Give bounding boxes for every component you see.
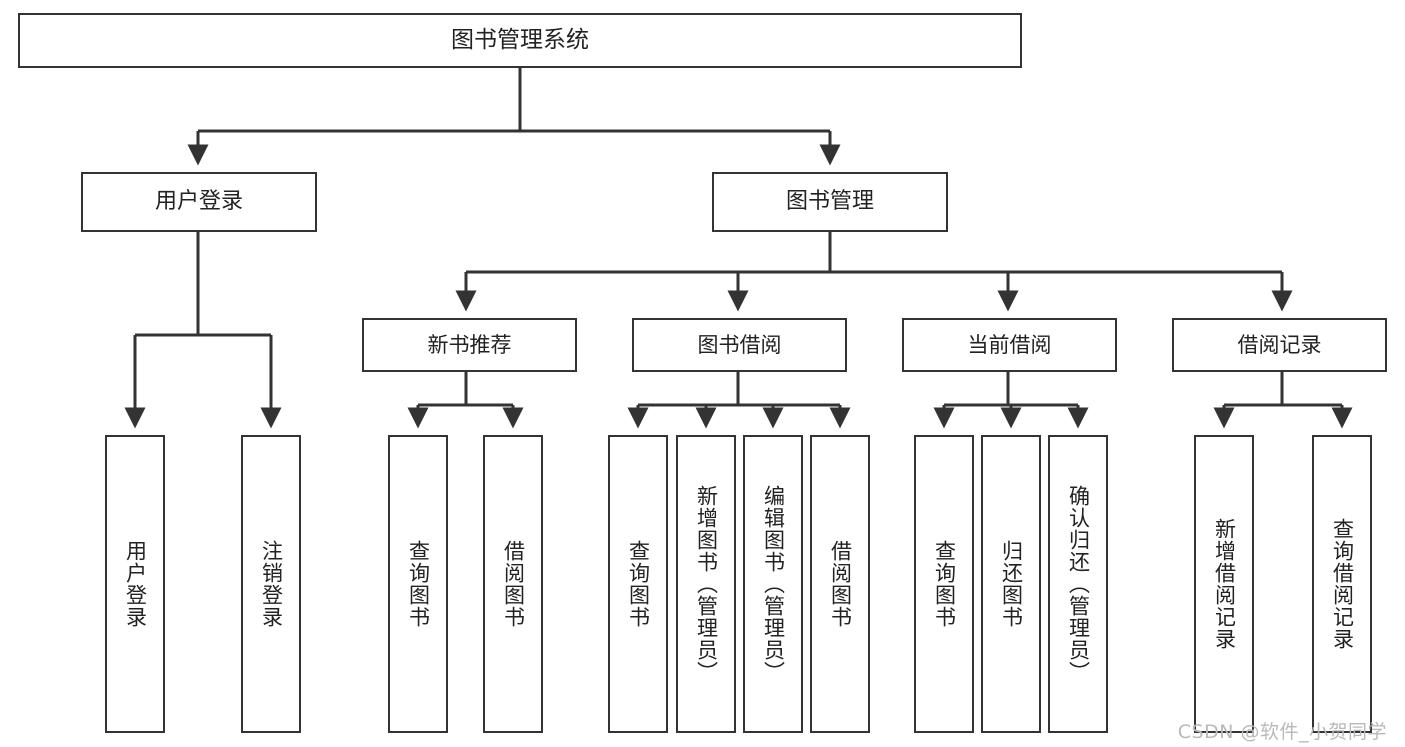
leaf-recommend-query-book-label: 查询图书	[406, 540, 431, 628]
node-book-borrow-label: 图书借阅	[697, 332, 782, 357]
leaf-logout-label: 注销登录	[259, 540, 284, 628]
leaf-current-query-book[interactable]: 查询图书	[914, 435, 974, 733]
node-current-borrow-label: 当前借阅	[967, 332, 1052, 357]
node-root-label: 图书管理系统	[451, 27, 589, 54]
leaf-add-borrow-record-label: 新增借阅记录	[1212, 518, 1237, 650]
leaf-confirm-return-admin-label: 确认归还（管理员）	[1066, 485, 1091, 683]
leaf-user-login-label: 用户登录	[123, 540, 148, 628]
leaf-query-borrow-record-label: 查询借阅记录	[1330, 518, 1355, 650]
node-user-login-label: 用户登录	[154, 189, 243, 215]
leaf-current-query-book-label: 查询图书	[932, 540, 957, 628]
node-book-management[interactable]: 图书管理	[712, 172, 948, 232]
leaf-edit-book-admin[interactable]: 编辑图书（管理员）	[743, 435, 803, 733]
leaf-return-book[interactable]: 归还图书	[981, 435, 1041, 733]
leaf-recommend-borrow-book-label: 借阅图书	[501, 540, 526, 628]
leaf-borrow-book[interactable]: 借阅图书	[810, 435, 870, 733]
node-book-management-label: 图书管理	[785, 189, 874, 215]
leaf-borrow-book-label: 借阅图书	[828, 540, 853, 628]
leaf-logout[interactable]: 注销登录	[241, 435, 301, 733]
node-root[interactable]: 图书管理系统	[18, 13, 1022, 68]
leaf-recommend-query-book[interactable]: 查询图书	[388, 435, 448, 733]
leaf-add-book-admin-label: 新增图书（管理员）	[694, 485, 719, 683]
leaf-borrow-query-book[interactable]: 查询图书	[608, 435, 668, 733]
leaf-borrow-query-book-label: 查询图书	[626, 540, 651, 628]
leaf-confirm-return-admin[interactable]: 确认归还（管理员）	[1048, 435, 1108, 733]
leaf-recommend-borrow-book[interactable]: 借阅图书	[483, 435, 543, 733]
leaf-edit-book-admin-label: 编辑图书（管理员）	[761, 485, 786, 683]
node-user-login[interactable]: 用户登录	[81, 172, 317, 232]
node-book-borrow[interactable]: 图书借阅	[632, 318, 847, 372]
node-current-borrow[interactable]: 当前借阅	[902, 318, 1117, 372]
node-new-book-recommend-label: 新书推荐	[427, 332, 512, 357]
watermark: CSDN @软件_小贺同学	[1177, 721, 1387, 743]
leaf-add-book-admin[interactable]: 新增图书（管理员）	[676, 435, 736, 733]
leaf-query-borrow-record[interactable]: 查询借阅记录	[1312, 435, 1372, 733]
node-borrow-record-label: 借阅记录	[1237, 332, 1322, 357]
leaf-user-login[interactable]: 用户登录	[105, 435, 165, 733]
leaf-add-borrow-record[interactable]: 新增借阅记录	[1194, 435, 1254, 733]
node-new-book-recommend[interactable]: 新书推荐	[362, 318, 577, 372]
leaf-return-book-label: 归还图书	[999, 540, 1024, 628]
node-borrow-record[interactable]: 借阅记录	[1172, 318, 1387, 372]
